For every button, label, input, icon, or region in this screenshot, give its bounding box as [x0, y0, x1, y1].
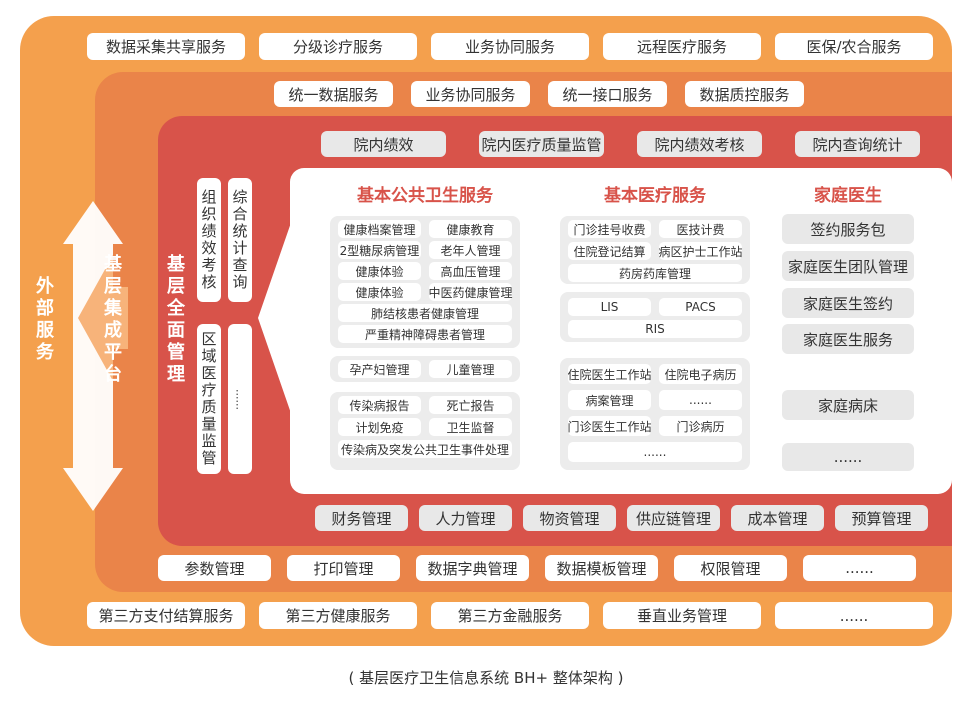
panel-cell[interactable]: 健康档案管理 [338, 220, 421, 238]
outer-bottom-item-3[interactable]: 第三方金融服务 [431, 602, 589, 629]
panel-cell[interactable]: 住院电子病历 [659, 364, 742, 384]
panel-cell[interactable]: 门诊挂号收费 [568, 220, 651, 238]
management-bottom-item-4[interactable]: 供应链管理 [627, 505, 720, 531]
panel-cell[interactable]: 健康体验 [338, 283, 421, 301]
panel-cell[interactable]: ...... [568, 442, 742, 462]
platform-top-item-1[interactable]: 统一数据服务 [274, 81, 393, 107]
panel-cell[interactable]: 医技计费 [659, 220, 742, 238]
panel-cell[interactable]: 死亡报告 [429, 396, 512, 414]
panel-cell[interactable]: 卫生监督 [429, 418, 512, 436]
management-bottom-item-6[interactable]: 预算管理 [835, 505, 928, 531]
panel-cell[interactable]: 严重精神障碍患者管理 [338, 325, 512, 343]
panel-cell[interactable]: 健康教育 [429, 220, 512, 238]
public-health-title: 基本公共卫生服务 [357, 185, 493, 206]
side-more[interactable]: ...... [228, 324, 252, 474]
panel-cell[interactable]: 药房药库管理 [568, 264, 742, 282]
panel-cell[interactable]: 高血压管理 [429, 262, 512, 280]
platform-bottom-item-5[interactable]: 权限管理 [674, 555, 787, 581]
panel-cell[interactable]: ...... [659, 390, 742, 410]
family-doctor-item-1[interactable]: 签约服务包 [782, 214, 914, 244]
panel-cell[interactable]: 住院登记结算 [568, 242, 651, 260]
outer-top-item-3[interactable]: 业务协同服务 [431, 33, 589, 60]
outer-bottom-item-5[interactable]: ...... [775, 602, 933, 629]
panel-cell[interactable]: 门诊医生工作站 [568, 416, 652, 436]
family-doctor-item-6[interactable]: ...... [782, 443, 914, 471]
platform-bottom-item-6[interactable]: ...... [803, 555, 916, 581]
platform-bottom-item-2[interactable]: 打印管理 [287, 555, 400, 581]
panel-cell[interactable]: 传染病及突发公共卫生事件处理 [338, 440, 512, 458]
panel-cell[interactable]: 2型糖尿病管理 [338, 241, 421, 259]
panel-cell[interactable]: 孕产妇管理 [338, 360, 421, 378]
management-bottom-item-3[interactable]: 物资管理 [523, 505, 616, 531]
side-statistics-query[interactable]: 综合统计查询 [228, 178, 252, 302]
family-doctor-item-3[interactable]: 家庭医生签约 [782, 288, 914, 318]
panel-cell[interactable]: 中医药健康管理 [429, 283, 513, 301]
outer-top-item-1[interactable]: 数据采集共享服务 [87, 33, 245, 60]
outer-bottom-item-2[interactable]: 第三方健康服务 [259, 602, 417, 629]
platform-arrow-icon [78, 255, 128, 381]
panel-cell[interactable]: 病区护士工作站 [659, 242, 743, 260]
platform-bottom-item-1[interactable]: 参数管理 [158, 555, 271, 581]
business-arrow-icon [258, 214, 296, 422]
panel-cell[interactable]: 住院医生工作站 [568, 364, 652, 384]
family-doctor-item-2[interactable]: 家庭医生团队管理 [782, 251, 914, 281]
platform-top-item-4[interactable]: 数据质控服务 [685, 81, 804, 107]
diagram-caption: ( 基层医疗卫生信息系统 BH+ 整体架构 ) [348, 668, 624, 687]
panel-cell[interactable]: RIS [568, 320, 742, 338]
management-top-item-4[interactable]: 院内查询统计 [795, 131, 920, 157]
platform-top-item-2[interactable]: 业务协同服务 [411, 81, 530, 107]
panel-cell[interactable]: PACS [659, 298, 742, 316]
family-doctor-title: 家庭医生 [814, 185, 882, 206]
management-top-item-3[interactable]: 院内绩效考核 [637, 131, 762, 157]
outer-bottom-item-1[interactable]: 第三方支付结算服务 [87, 602, 245, 629]
outer-top-item-4[interactable]: 远程医疗服务 [603, 33, 761, 60]
side-regional-quality[interactable]: 区域医疗质量监管 [197, 324, 221, 474]
panel-cell[interactable]: 门诊病历 [659, 416, 742, 436]
panel-cell[interactable]: 肺结核患者健康管理 [338, 304, 512, 322]
side-org-performance[interactable]: 组织绩效考核 [197, 178, 221, 302]
medical-title: 基本医疗服务 [604, 185, 706, 206]
platform-top-item-3[interactable]: 统一接口服务 [548, 81, 667, 107]
management-bottom-item-5[interactable]: 成本管理 [731, 505, 824, 531]
platform-bottom-item-4[interactable]: 数据模板管理 [545, 555, 658, 581]
outer-top-item-5[interactable]: 医保/农合服务 [775, 33, 933, 60]
outer-top-item-2[interactable]: 分级诊疗服务 [259, 33, 417, 60]
platform-bottom-item-3[interactable]: 数据字典管理 [416, 555, 529, 581]
platform-label: 基层集成平台 [104, 254, 122, 385]
panel-cell[interactable]: 计划免疫 [338, 418, 421, 436]
family-doctor-item-4[interactable]: 家庭医生服务 [782, 324, 914, 354]
panel-cell[interactable]: LIS [568, 298, 651, 316]
management-bottom-item-1[interactable]: 财务管理 [315, 505, 408, 531]
management-bottom-item-2[interactable]: 人力管理 [419, 505, 512, 531]
panel-cell[interactable]: 老年人管理 [429, 241, 512, 259]
panel-cell[interactable]: 传染病报告 [338, 396, 421, 414]
family-doctor-item-5[interactable]: 家庭病床 [782, 390, 914, 420]
outer-services-label: 外部服务 [36, 276, 54, 363]
panel-cell[interactable]: 病案管理 [568, 390, 651, 410]
management-label: 基层全面管理 [167, 254, 185, 385]
management-top-item-1[interactable]: 院内绩效 [321, 131, 446, 157]
panel-cell[interactable]: 儿童管理 [429, 360, 512, 378]
management-top-item-2[interactable]: 院内医疗质量监管 [479, 131, 604, 157]
panel-cell[interactable]: 健康体验 [338, 262, 421, 280]
outer-bottom-item-4[interactable]: 垂直业务管理 [603, 602, 761, 629]
